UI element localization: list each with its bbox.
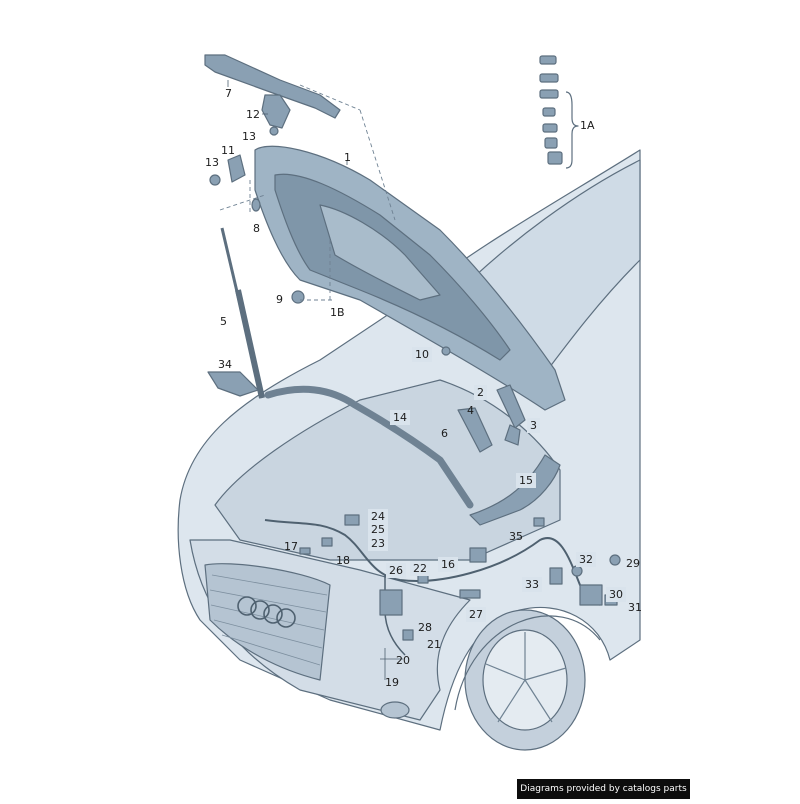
label-7: 7 bbox=[225, 87, 232, 100]
label-14: 14 bbox=[390, 410, 410, 425]
bracket-6 bbox=[457, 407, 493, 453]
gas-strut-rod bbox=[235, 289, 265, 399]
nut-13-upper bbox=[269, 126, 279, 136]
release-cable bbox=[264, 519, 601, 606]
label-13-left: 13 bbox=[205, 156, 219, 169]
label-1a: 1A bbox=[580, 119, 595, 132]
grommet-9 bbox=[291, 290, 305, 304]
label-10: 10 bbox=[412, 347, 432, 362]
bolts-1a bbox=[539, 55, 563, 165]
label-9: 9 bbox=[276, 293, 283, 306]
label-29: 29 bbox=[626, 557, 640, 570]
label-21: 21 bbox=[427, 638, 441, 651]
bracket-2 bbox=[496, 384, 526, 429]
bracket-1a-brace bbox=[565, 91, 579, 169]
label-19: 19 bbox=[385, 676, 399, 689]
wheel-spokes bbox=[485, 632, 567, 723]
label-24: 24 bbox=[368, 509, 388, 524]
hinge-bracket-12 bbox=[261, 94, 291, 129]
bracket-11 bbox=[227, 154, 246, 183]
label-30: 30 bbox=[606, 587, 626, 602]
logo-rings bbox=[237, 596, 296, 628]
hood-seal bbox=[264, 385, 474, 509]
wheel-arch bbox=[454, 615, 601, 711]
hood-inner-cutout bbox=[319, 204, 441, 301]
label-20: 20 bbox=[396, 654, 410, 667]
label-leaders bbox=[227, 80, 403, 680]
lock-3 bbox=[504, 424, 521, 446]
label-5: 5 bbox=[220, 315, 227, 328]
label-35: 35 bbox=[509, 530, 523, 543]
label-8: 8 bbox=[253, 222, 260, 235]
label-15: 15 bbox=[516, 473, 536, 488]
fog-light bbox=[380, 701, 410, 719]
label-13-upper: 13 bbox=[242, 130, 256, 143]
label-6: 6 bbox=[441, 427, 448, 440]
hood-hinge-7 bbox=[204, 54, 341, 119]
label-16: 16 bbox=[438, 557, 458, 572]
label-33: 33 bbox=[522, 577, 542, 592]
label-4: 4 bbox=[467, 404, 474, 417]
label-22: 22 bbox=[410, 561, 430, 576]
label-3: 3 bbox=[527, 418, 540, 433]
label-26: 26 bbox=[386, 563, 406, 578]
bracket-34 bbox=[207, 371, 259, 397]
label-25: 25 bbox=[368, 522, 388, 537]
label-32: 32 bbox=[576, 552, 596, 567]
label-23: 23 bbox=[368, 536, 388, 551]
label-12: 12 bbox=[246, 108, 260, 121]
leader-lines bbox=[219, 84, 396, 301]
credit-banner: Diagrams provided by catalogs parts bbox=[517, 779, 690, 799]
label-17: 17 bbox=[284, 540, 298, 553]
label-34: 34 bbox=[218, 358, 232, 371]
label-1: 1 bbox=[344, 151, 351, 164]
label-1b: 1B bbox=[330, 306, 345, 319]
nut-13-left bbox=[209, 174, 221, 186]
clip-10 bbox=[441, 346, 451, 356]
label-27: 27 bbox=[466, 607, 486, 622]
label-18: 18 bbox=[336, 554, 350, 567]
bump-stop-8 bbox=[251, 198, 261, 212]
label-31: 31 bbox=[628, 601, 642, 614]
label-2: 2 bbox=[474, 385, 487, 400]
label-28: 28 bbox=[418, 621, 432, 634]
label-11: 11 bbox=[221, 144, 235, 157]
grille-bars bbox=[209, 574, 328, 666]
